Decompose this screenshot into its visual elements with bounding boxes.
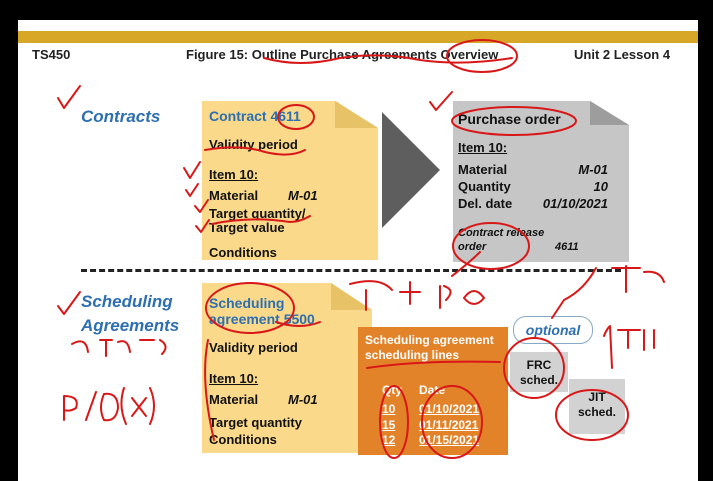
- po-item: Item 10:: [458, 140, 508, 155]
- schedule-lines-title: Scheduling agreement scheduling lines: [365, 333, 494, 363]
- schedule-lines-title-2: scheduling lines: [365, 348, 460, 362]
- jit-line-2: sched.: [577, 405, 616, 419]
- schedule-line-qty: 12: [382, 433, 396, 447]
- lesson-label: Unit 2 Lesson 4: [574, 47, 671, 62]
- scheduling-label-1: Scheduling: [81, 292, 173, 311]
- po-release-value: 4611: [555, 241, 579, 253]
- po-material-value: M-01: [578, 162, 608, 177]
- course-code: TS450: [32, 47, 71, 62]
- jit-line-1: JIT: [588, 390, 606, 404]
- schedule-line-date: 01/15/2021: [419, 433, 480, 447]
- scheduling-fold: [331, 283, 372, 310]
- schedule-line-date: 01/11/2021: [419, 418, 479, 432]
- col-date-header: Date: [419, 383, 446, 397]
- po-quantity-value: 10: [593, 179, 608, 194]
- sa-item: Item 10:: [209, 371, 259, 386]
- contract-conditions: Conditions: [209, 245, 277, 260]
- po-quantity-label: Quantity: [458, 179, 511, 194]
- frc-schedule-box: FRC sched.: [510, 352, 568, 392]
- scheduling-label-2: Agreements: [81, 316, 180, 335]
- schedule-lines-title-1: Scheduling agreement: [365, 333, 494, 347]
- contract-title: Contract 4611: [209, 108, 301, 124]
- po-deldate-label: Del. date: [458, 196, 513, 211]
- contract-target-value: Target value: [209, 220, 285, 235]
- sa-target-qty: Target quantity: [209, 415, 302, 430]
- contract-material-label: Material: [209, 188, 259, 203]
- po-release-label-2: order: [458, 241, 487, 253]
- frc-line-2: sched.: [519, 373, 558, 387]
- contracts-label: Contracts: [81, 107, 161, 126]
- schedule-line-qty: 15: [382, 418, 396, 432]
- header-band: [18, 31, 698, 43]
- po-material-label: Material: [458, 162, 508, 177]
- sa-validity: Validity period: [209, 340, 298, 355]
- figure-title: Figure 15: Outline Purchase Agreements O…: [186, 47, 499, 62]
- frc-line-1: FRC: [526, 358, 552, 372]
- contract-target-qty: Target quantity/: [209, 206, 306, 221]
- sa-title-1: Scheduling: [209, 295, 285, 311]
- jit-schedule-box: JIT sched.: [569, 379, 625, 434]
- schedule-line-qty: 10: [382, 402, 396, 416]
- optional-label: optional: [513, 316, 593, 344]
- po-release-label-1: Contract release: [458, 227, 545, 239]
- po-deldate-value: 01/10/2021: [542, 196, 608, 211]
- sa-title-2: agreement 5500: [209, 311, 315, 327]
- slide: TS450 Figure 15: Outline Purchase Agreem…: [18, 20, 698, 481]
- schedule-line-date: 01/10/2021: [419, 402, 480, 416]
- section-divider: [81, 269, 621, 272]
- contract-item: Item 10:: [209, 167, 259, 182]
- contract-material-value: M-01: [288, 188, 318, 203]
- sa-material-value: M-01: [288, 392, 318, 407]
- schedule-lines-box: Scheduling agreement scheduling lines Qt…: [358, 327, 508, 455]
- sa-conditions: Conditions: [209, 432, 277, 447]
- flow-arrow: [382, 112, 440, 228]
- col-qty-header: Qty: [382, 383, 403, 397]
- contract-validity: Validity period: [209, 137, 298, 152]
- po-title: Purchase order: [458, 111, 561, 127]
- contract-fold: [335, 101, 378, 128]
- sa-material-label: Material: [209, 392, 259, 407]
- po-fold: [590, 101, 629, 125]
